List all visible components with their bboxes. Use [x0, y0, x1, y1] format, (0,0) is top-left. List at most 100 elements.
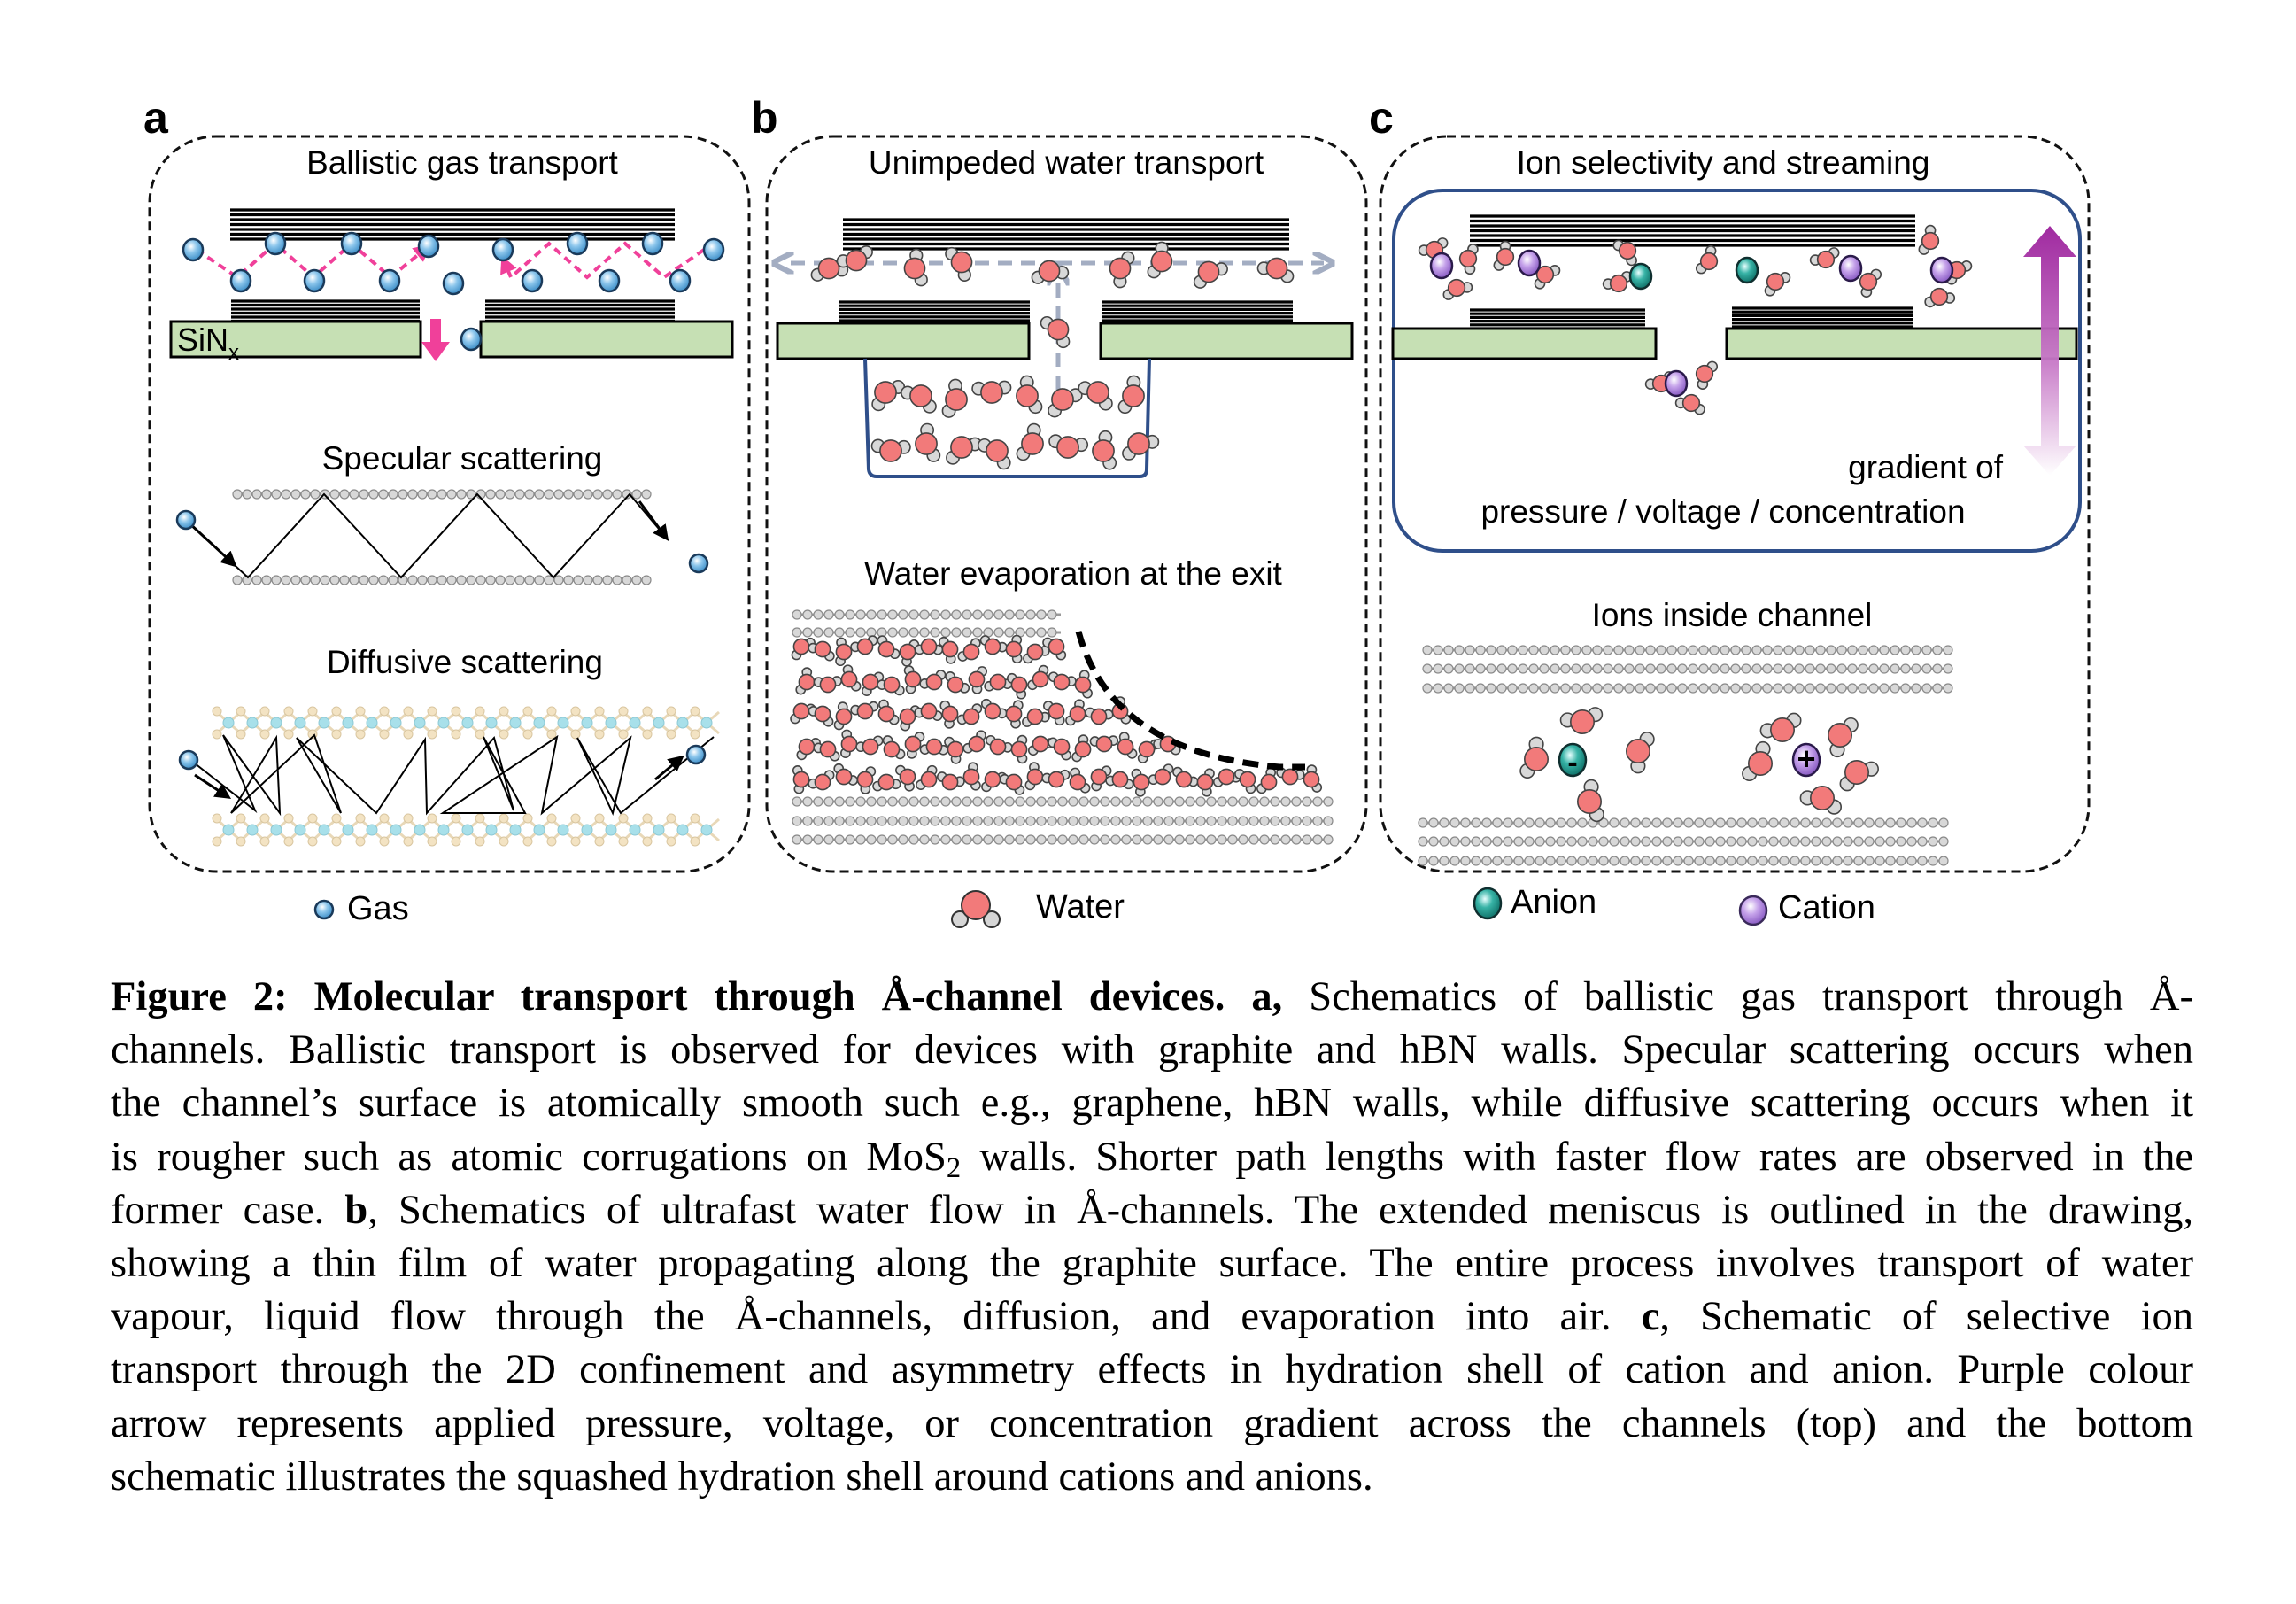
graphite-bottom-right-stack [1102, 300, 1293, 322]
carbon-atom [887, 816, 898, 826]
oxygen-atom [1699, 252, 1719, 271]
oxygen-atom [883, 740, 901, 758]
carbon-atom [908, 627, 919, 638]
oxygen-atom [904, 735, 922, 753]
carbon-atom [388, 575, 398, 585]
carbon-atom [1004, 627, 1015, 638]
carbon-atom [359, 575, 369, 585]
carbon-atom [514, 575, 525, 585]
carbon-atom [1481, 856, 1492, 866]
carbon-atom [1666, 645, 1677, 655]
carbon-atom [823, 834, 834, 845]
carbon-atom [1805, 663, 1815, 674]
sulfur-atom [522, 836, 533, 847]
carbon-atom [1843, 836, 1853, 847]
oxygen-atom [1048, 771, 1065, 788]
carbon-atom [1677, 645, 1688, 655]
oxygen-atom [1844, 759, 1870, 785]
carbon-atom [1142, 816, 1153, 826]
carbon-atom [1513, 856, 1524, 866]
oxygen-atom [945, 388, 968, 411]
molybdenum-atom [509, 717, 522, 729]
carbon-atom [1110, 834, 1121, 845]
carbon-atom [1726, 836, 1736, 847]
oxygen-atom [984, 771, 1001, 788]
carbon-atom [1132, 816, 1142, 826]
carbon-atom [1100, 816, 1110, 826]
carbon-atom [1641, 817, 1651, 828]
carbon-atom [866, 627, 877, 638]
panel-c-frame [1379, 135, 2091, 873]
carbon-atom [1613, 683, 1624, 694]
carbon-atom [1720, 645, 1730, 655]
carbon-atom [1630, 836, 1641, 847]
carbon-atom [1280, 834, 1291, 845]
graphite-bottom-left-stack [231, 299, 420, 323]
carbon-atom [583, 489, 593, 500]
oxygen-atom [1138, 740, 1156, 758]
oxygen-atom [1056, 436, 1079, 459]
carbon-atom [1503, 817, 1513, 828]
carbon-atom [1662, 836, 1673, 847]
sulfur-atom [594, 836, 605, 847]
carbon-atom [1911, 663, 1921, 674]
oxygen-atom [1535, 265, 1555, 284]
carbon-atom [1917, 817, 1928, 828]
molybdenum-atom [509, 824, 522, 836]
carbon-atom [1928, 856, 1938, 866]
panel-c-title-ion-selectivity: Ion selectivity and streaming [1517, 144, 1930, 181]
carbon-atom [1688, 663, 1698, 674]
carbon-atom [1078, 834, 1089, 845]
carbon-atom [1758, 856, 1768, 866]
oxygen-atom [899, 768, 916, 786]
carbon-atom [962, 834, 972, 845]
carbon-atom [602, 575, 613, 585]
panel-b: Unimpeded water transport Water evaporat… [765, 135, 1368, 873]
oxygen-atom [984, 702, 1001, 720]
carbon-atom [1015, 796, 1025, 807]
carbon-atom [1836, 645, 1847, 655]
carbon-atom [534, 489, 545, 500]
carbon-atom [514, 489, 525, 500]
carbon-atom [1312, 796, 1323, 807]
sulfur-atom [618, 836, 629, 847]
carbon-atom [1302, 796, 1312, 807]
carbon-atom [983, 796, 993, 807]
carbon-atom [1836, 683, 1847, 694]
carbon-atom [1656, 645, 1666, 655]
carbon-atom [983, 816, 993, 826]
carbon-atom [1291, 834, 1302, 845]
carbon-atom [329, 575, 340, 585]
cation [1664, 369, 1689, 398]
carbon-atom [1736, 856, 1747, 866]
caption-line: former case. b, Schematics of ultrafast … [111, 1184, 2193, 1237]
carbon-atom [1496, 645, 1507, 655]
gas-molecule [521, 268, 544, 293]
oxygen-atom [909, 384, 932, 407]
sulfur-atom [522, 813, 533, 824]
molybdenum-atom [461, 717, 474, 729]
carbon-atom [1100, 796, 1110, 807]
carbon-atom [1885, 836, 1896, 847]
carbon-atom [951, 834, 962, 845]
carbon-atom [1790, 856, 1800, 866]
carbon-atom [1089, 816, 1100, 826]
carbon-atom [378, 489, 389, 500]
carbon-atom [887, 834, 898, 845]
carbon-atom [983, 834, 993, 845]
carbon-atom [1762, 645, 1773, 655]
caption-text: schematic illustrates the squashed hydra… [111, 1453, 1373, 1499]
carbon-atom [1471, 817, 1481, 828]
carbon-atom [1153, 816, 1163, 826]
molybdenum-atom [414, 717, 426, 729]
carbon-atom [962, 796, 972, 807]
molybdenum-atom [318, 824, 330, 836]
carbon-atom [641, 489, 652, 500]
carbon-atom [1100, 834, 1110, 845]
sinx-substrate-left [169, 320, 422, 359]
carbon-atom [1025, 816, 1036, 826]
carbon-atom [368, 489, 379, 500]
carbon-atom [242, 489, 252, 500]
carbon-atom [1036, 627, 1047, 638]
oxygen-atom [925, 738, 943, 756]
